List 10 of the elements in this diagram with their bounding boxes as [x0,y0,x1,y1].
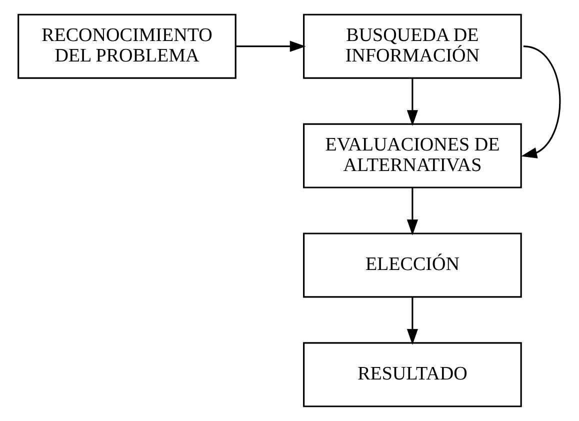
node-box: BUSQUEDA DE INFORMACIÓN [303,14,522,79]
arrow [236,40,306,52]
node-box: RECONOCIMIENTO DEL PROBLEMA [18,14,236,79]
node-box: RESULTADO [303,342,522,408]
node-box: ELECCIÓN [303,232,522,298]
arrow [406,188,418,236]
node-box: EVALUACIONES DE ALTERNATIVAS [303,123,522,188]
arrow [406,296,418,345]
arrow [521,46,561,158]
arrow [406,78,418,126]
